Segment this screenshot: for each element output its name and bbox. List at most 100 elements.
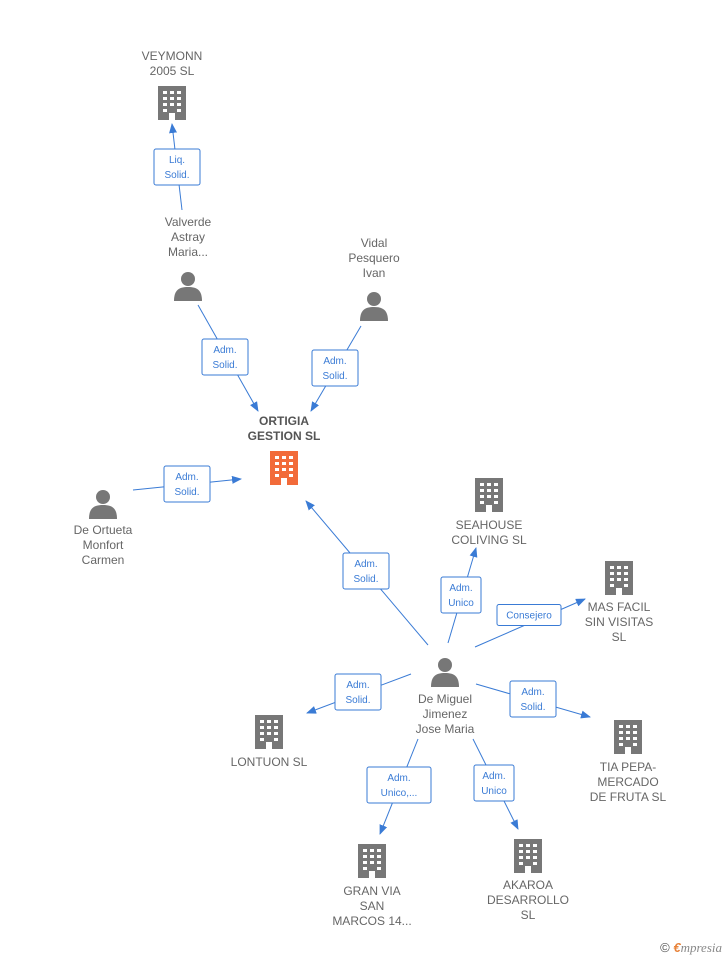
person-icon[interactable] [89, 490, 117, 519]
node-label[interactable]: SL [521, 908, 536, 922]
building-icon[interactable] [514, 839, 542, 873]
edge-label-text: Adm. [323, 356, 346, 367]
node-label[interactable]: Ivan [363, 266, 386, 280]
edge-label-box[interactable] [440, 576, 482, 614]
edge-label-text: Consejero [506, 611, 552, 622]
edge-label-box[interactable] [509, 680, 557, 718]
edge-ortueta-ortigia: Adm.Solid. [132, 465, 242, 503]
edge-demiguel-tiapepa: Adm. Solid. [475, 680, 591, 719]
edge-label-box[interactable] [311, 349, 359, 387]
edge-label-text: Adm. [387, 773, 410, 784]
node-label[interactable]: SAN [360, 899, 385, 913]
edge-label-text: Adm. [449, 583, 472, 594]
edge-demiguel-seahouse: Adm. Unico [440, 547, 482, 644]
building-icon[interactable] [614, 720, 642, 754]
edge-label-text: Adm. [175, 472, 198, 483]
edge-label-box[interactable] [342, 552, 390, 590]
node-label[interactable]: Valverde [165, 215, 212, 229]
edge-label-text: Adm. [521, 687, 544, 698]
edge-label-text: Unico [448, 598, 474, 609]
node-label[interactable]: AKAROA [503, 878, 553, 892]
node-label[interactable]: 2005 SL [150, 64, 195, 78]
node-label[interactable]: GESTION SL [248, 429, 321, 443]
node-label[interactable]: COLIVING SL [451, 533, 527, 547]
edge-label-text: Solid. [322, 371, 347, 382]
person-icon[interactable] [174, 272, 202, 301]
node-lontuon[interactable]: LONTUON SL [231, 715, 308, 769]
node-label[interactable]: Jose Maria [416, 722, 475, 736]
edge-label-box[interactable] [366, 766, 432, 804]
edge-label-text: Adm. [354, 559, 377, 570]
edge-demiguel-akaroa: Adm. Unico [472, 738, 519, 830]
node-label[interactable]: Jimenez [423, 707, 468, 721]
edge-label-text: Adm. [213, 345, 236, 356]
edge-valverde-ortigia: Adm.Solid. [197, 304, 259, 412]
building-icon[interactable] [605, 561, 633, 595]
node-label[interactable]: SEAHOUSE [456, 518, 523, 532]
edge-label-text: Solid. [345, 695, 370, 706]
building-icon[interactable] [255, 715, 283, 749]
node-label[interactable]: De Ortueta [74, 523, 133, 537]
node-valverde[interactable]: ValverdeAstrayMaria... [165, 215, 212, 301]
building-icon[interactable] [158, 86, 186, 120]
edge-label-text: Solid. [520, 702, 545, 713]
brand-logo-text: mpresia [680, 940, 722, 955]
copyright-icon: © [660, 940, 670, 955]
edge-label-box[interactable] [473, 764, 515, 802]
edge-label-text: Liq. [169, 155, 185, 166]
edge-label-box[interactable] [201, 338, 249, 376]
node-label[interactable]: SIN VISITAS [585, 615, 653, 629]
edge-label-text: Solid. [164, 170, 189, 181]
node-label[interactable]: TIA PEPA- [600, 760, 656, 774]
node-label[interactable]: DESARROLLO [487, 893, 569, 907]
edge-label-text: Solid. [353, 574, 378, 585]
node-label[interactable]: DE FRUTA SL [590, 790, 667, 804]
edge-demiguel-lontuon: Adm. Solid. [306, 673, 412, 714]
node-label[interactable]: Vidal [361, 236, 387, 250]
node-label[interactable]: VEYMONN [142, 49, 203, 63]
node-label[interactable]: MERCADO [597, 775, 658, 789]
edge-label-text: Unico [481, 786, 507, 797]
edge-label-box[interactable] [163, 465, 211, 503]
node-label[interactable]: ORTIGIA [259, 414, 309, 428]
building-icon[interactable] [270, 451, 298, 485]
node-label[interactable]: SL [612, 630, 627, 644]
node-label[interactable]: MAS FACIL [588, 600, 651, 614]
edge-label-box[interactable] [334, 673, 382, 711]
brand-footer: © €mpresia [660, 940, 722, 956]
edge-label-text: Adm. [482, 771, 505, 782]
brand-logo-letter: € [673, 940, 681, 955]
edge-demiguel-granvia: Adm.Unico,... [366, 738, 432, 835]
edge-demiguel-ortigia: Adm. Solid. [305, 500, 429, 646]
edge-label-box[interactable] [496, 604, 562, 626]
person-icon[interactable] [360, 292, 388, 321]
edge-label-text: Adm. [346, 680, 369, 691]
node-label[interactable]: Maria... [168, 245, 208, 259]
node-label[interactable]: De Miguel [418, 692, 472, 706]
node-label[interactable]: Carmen [82, 553, 125, 567]
edge-label-box[interactable] [153, 148, 201, 186]
building-icon[interactable] [475, 478, 503, 512]
person-icon[interactable] [431, 658, 459, 687]
node-label[interactable]: MARCOS 14... [332, 914, 411, 928]
node-label[interactable]: LONTUON SL [231, 755, 308, 769]
node-label[interactable]: Monfort [83, 538, 124, 552]
edge-vidal-ortigia: Adm. Solid. [310, 325, 362, 412]
node-label[interactable]: Astray [171, 230, 205, 244]
building-icon[interactable] [358, 844, 386, 878]
node-label[interactable]: GRAN VIA [343, 884, 400, 898]
node-label[interactable]: Pesquero [348, 251, 400, 265]
edge-demiguel-masfacil: Consejero [474, 598, 586, 648]
edge-valverde-veymonn: Liq. Solid. [153, 123, 201, 211]
